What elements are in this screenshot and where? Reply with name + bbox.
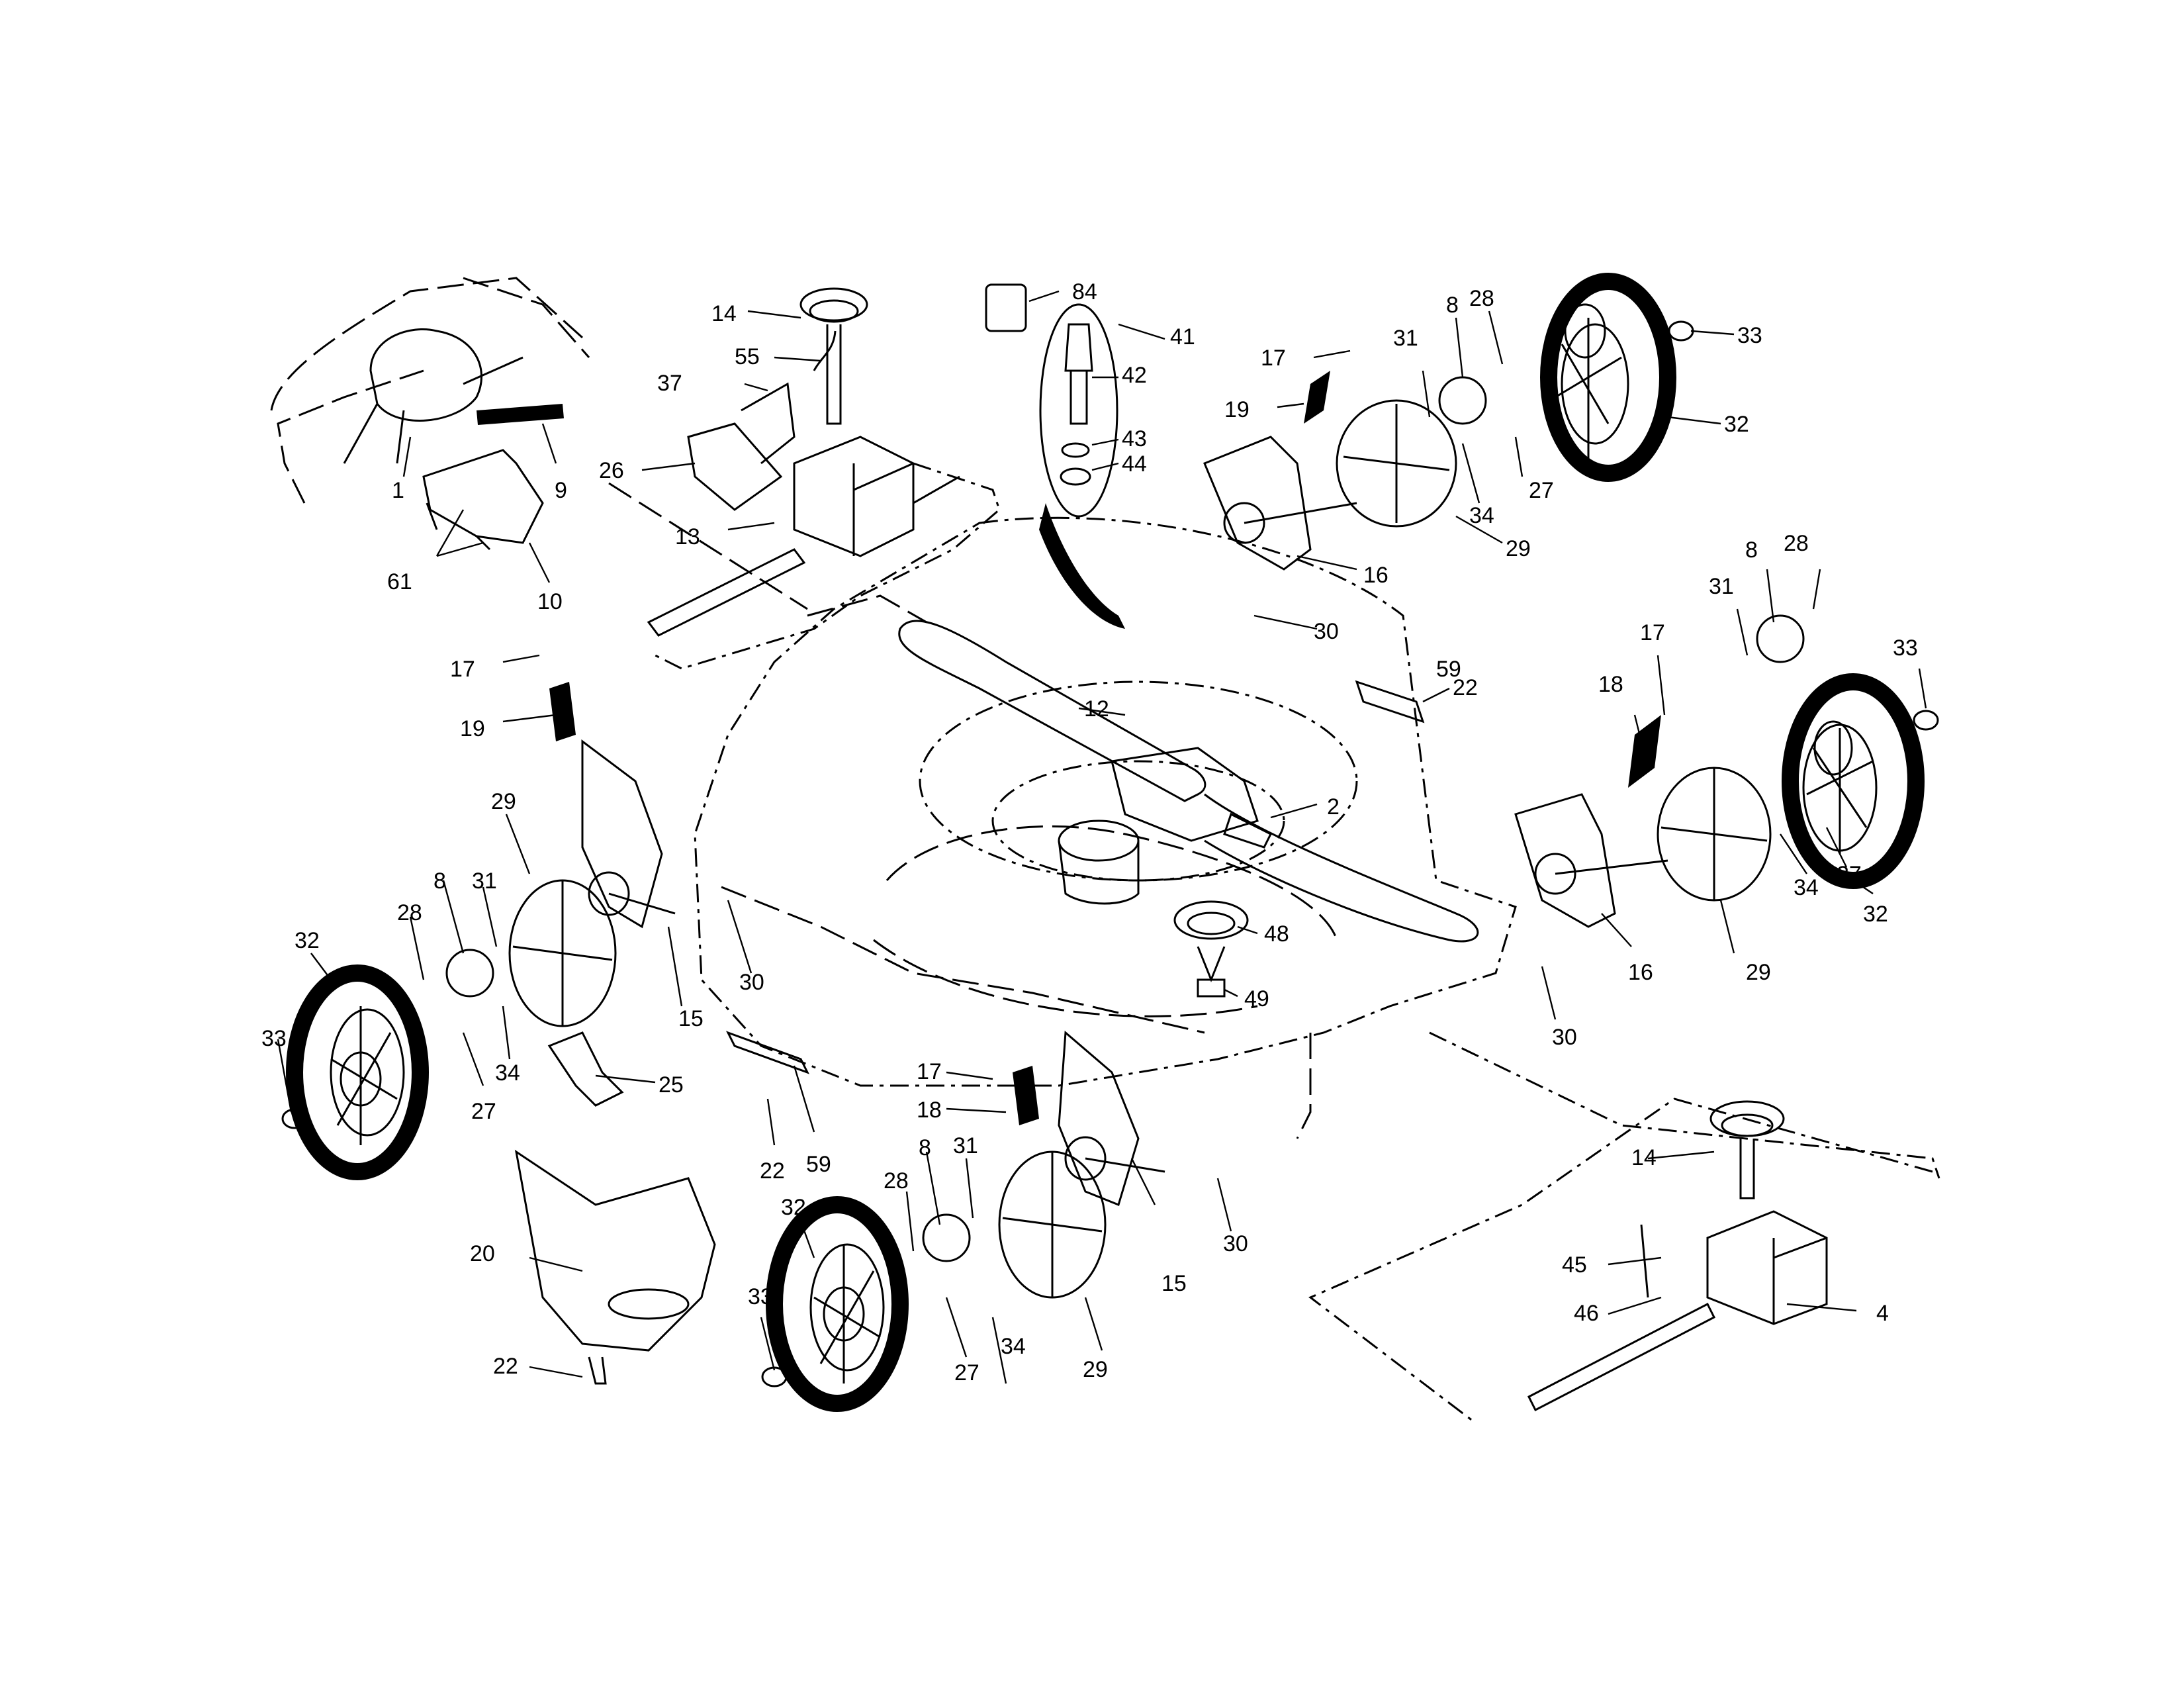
callout: 41 [1170, 324, 1195, 350]
height-adjusters [581, 436, 1668, 1207]
callout: 33 [1893, 635, 1918, 661]
callout: 17 [917, 1059, 942, 1084]
callout: 30 [1223, 1231, 1248, 1256]
callout: 46 [1574, 1301, 1599, 1326]
callout: 84 [1072, 279, 1097, 305]
callout: 33 [261, 1026, 287, 1051]
callout: 27 [1837, 862, 1862, 887]
callout: 42 [1122, 363, 1147, 388]
callout: 49 [1244, 986, 1269, 1011]
callout: 32 [1863, 902, 1888, 927]
callout: 31 [472, 868, 497, 894]
callout: 55 [735, 344, 760, 369]
callout: 33 [748, 1284, 773, 1309]
wheel-rear-right-lower [1782, 673, 1939, 889]
wheel-front-center [761, 1196, 909, 1412]
callout: 1 [392, 478, 404, 503]
callout: 26 [599, 458, 624, 483]
callout: 14 [711, 301, 737, 326]
callout: 34 [1469, 503, 1494, 528]
callout: 13 [675, 524, 700, 549]
hub-caps [508, 399, 1772, 1299]
gearbox-upper [647, 287, 1001, 670]
drive-belt-assembly [898, 620, 1479, 998]
callout: 22 [1453, 675, 1478, 700]
callout: 28 [1784, 531, 1809, 556]
callout: 14 [1631, 1145, 1657, 1170]
callout: 30 [1552, 1025, 1577, 1050]
callout: 15 [1161, 1271, 1187, 1296]
gearbox-lower [1527, 1100, 1828, 1412]
callout: 25 [659, 1072, 684, 1098]
callout: 59 [1436, 657, 1461, 682]
callout: 48 [1264, 921, 1289, 947]
callout: 18 [1598, 672, 1623, 697]
callout: 15 [678, 1006, 704, 1031]
callout: 27 [1529, 478, 1554, 503]
callout: 30 [1314, 619, 1339, 644]
callout: 19 [1224, 397, 1250, 422]
callout: 16 [1363, 563, 1388, 588]
callout: 17 [450, 657, 475, 682]
callout: 8 [1446, 293, 1459, 318]
callout: 34 [495, 1060, 520, 1086]
callout: 2 [1327, 794, 1340, 820]
callout: 31 [1709, 574, 1734, 599]
wheel-front-left [281, 964, 429, 1180]
callout: 29 [1746, 960, 1771, 985]
callout: 61 [387, 569, 412, 594]
callout: 22 [493, 1354, 518, 1379]
wheel-rear-right-upper [1540, 273, 1694, 482]
brackets [725, 680, 1425, 1074]
callout: 30 [739, 970, 764, 995]
callout: 9 [555, 478, 567, 503]
springs [549, 371, 1661, 1125]
callout: 28 [884, 1168, 909, 1194]
callout: 43 [1122, 426, 1147, 451]
callout: 27 [954, 1360, 979, 1385]
callout: 44 [1122, 451, 1147, 477]
callout: 16 [1628, 960, 1653, 985]
callout: 32 [295, 928, 320, 953]
callout-labels: 1 9 61 10 14 55 37 26 13 84 41 42 43 44 … [261, 279, 1918, 1385]
callout: 59 [806, 1152, 831, 1177]
callout: 20 [470, 1241, 495, 1266]
cable-fitting-group [985, 283, 1125, 629]
callout: 17 [1640, 620, 1665, 645]
callout: 4 [1876, 1301, 1889, 1326]
callout: 28 [397, 900, 422, 925]
callout: 18 [917, 1098, 942, 1123]
callout: 17 [1261, 346, 1286, 371]
callout-leaders [277, 290, 1927, 1384]
callout: 19 [460, 716, 485, 741]
callout: 28 [1469, 286, 1494, 311]
callout: 22 [760, 1158, 785, 1184]
mower-deck-outline [608, 482, 1940, 1425]
handle-assembly [270, 277, 590, 551]
callout: 31 [953, 1133, 978, 1158]
callout: 34 [1001, 1334, 1026, 1359]
callout: 29 [1083, 1357, 1108, 1382]
callout: 37 [657, 371, 682, 396]
callout: 32 [781, 1195, 806, 1220]
callout: 29 [491, 789, 516, 814]
callout: 27 [471, 1099, 496, 1124]
callout: 29 [1506, 536, 1531, 561]
callout: 8 [433, 868, 446, 894]
callout: 34 [1794, 875, 1819, 900]
callout: 31 [1393, 326, 1418, 351]
callout: 10 [537, 589, 563, 614]
callout: 12 [1084, 696, 1109, 722]
callout: 8 [919, 1135, 931, 1160]
chute-deflector [514, 1031, 716, 1385]
callout: 8 [1745, 538, 1758, 563]
callout: 45 [1562, 1252, 1587, 1278]
callout: 33 [1737, 323, 1762, 348]
callout: 32 [1724, 412, 1749, 437]
